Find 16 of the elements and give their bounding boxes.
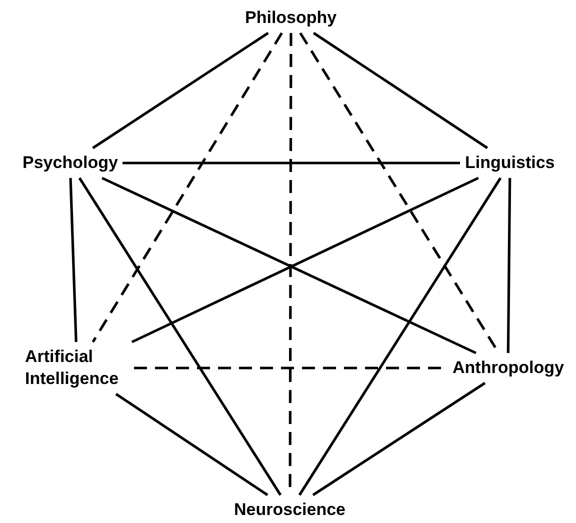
connector-line — [312, 382, 486, 496]
connector-line — [78, 177, 282, 496]
dashed-connector — [92, 32, 283, 343]
discipline-label: Neuroscience — [234, 499, 346, 521]
discipline-label: Philosophy — [245, 7, 337, 29]
connector-line — [506, 178, 512, 354]
connector-line — [92, 32, 269, 150]
discipline-label: Psychology — [22, 152, 118, 174]
connector-line — [115, 392, 268, 496]
connector-line — [122, 162, 460, 164]
connector-line — [298, 177, 502, 496]
connector-line — [69, 178, 78, 342]
discipline-label: Linguistics — [465, 152, 555, 174]
connector-line — [312, 32, 488, 150]
discipline-label: Anthropology — [452, 357, 564, 379]
discipline-label: Artificial Intelligence — [25, 346, 129, 390]
